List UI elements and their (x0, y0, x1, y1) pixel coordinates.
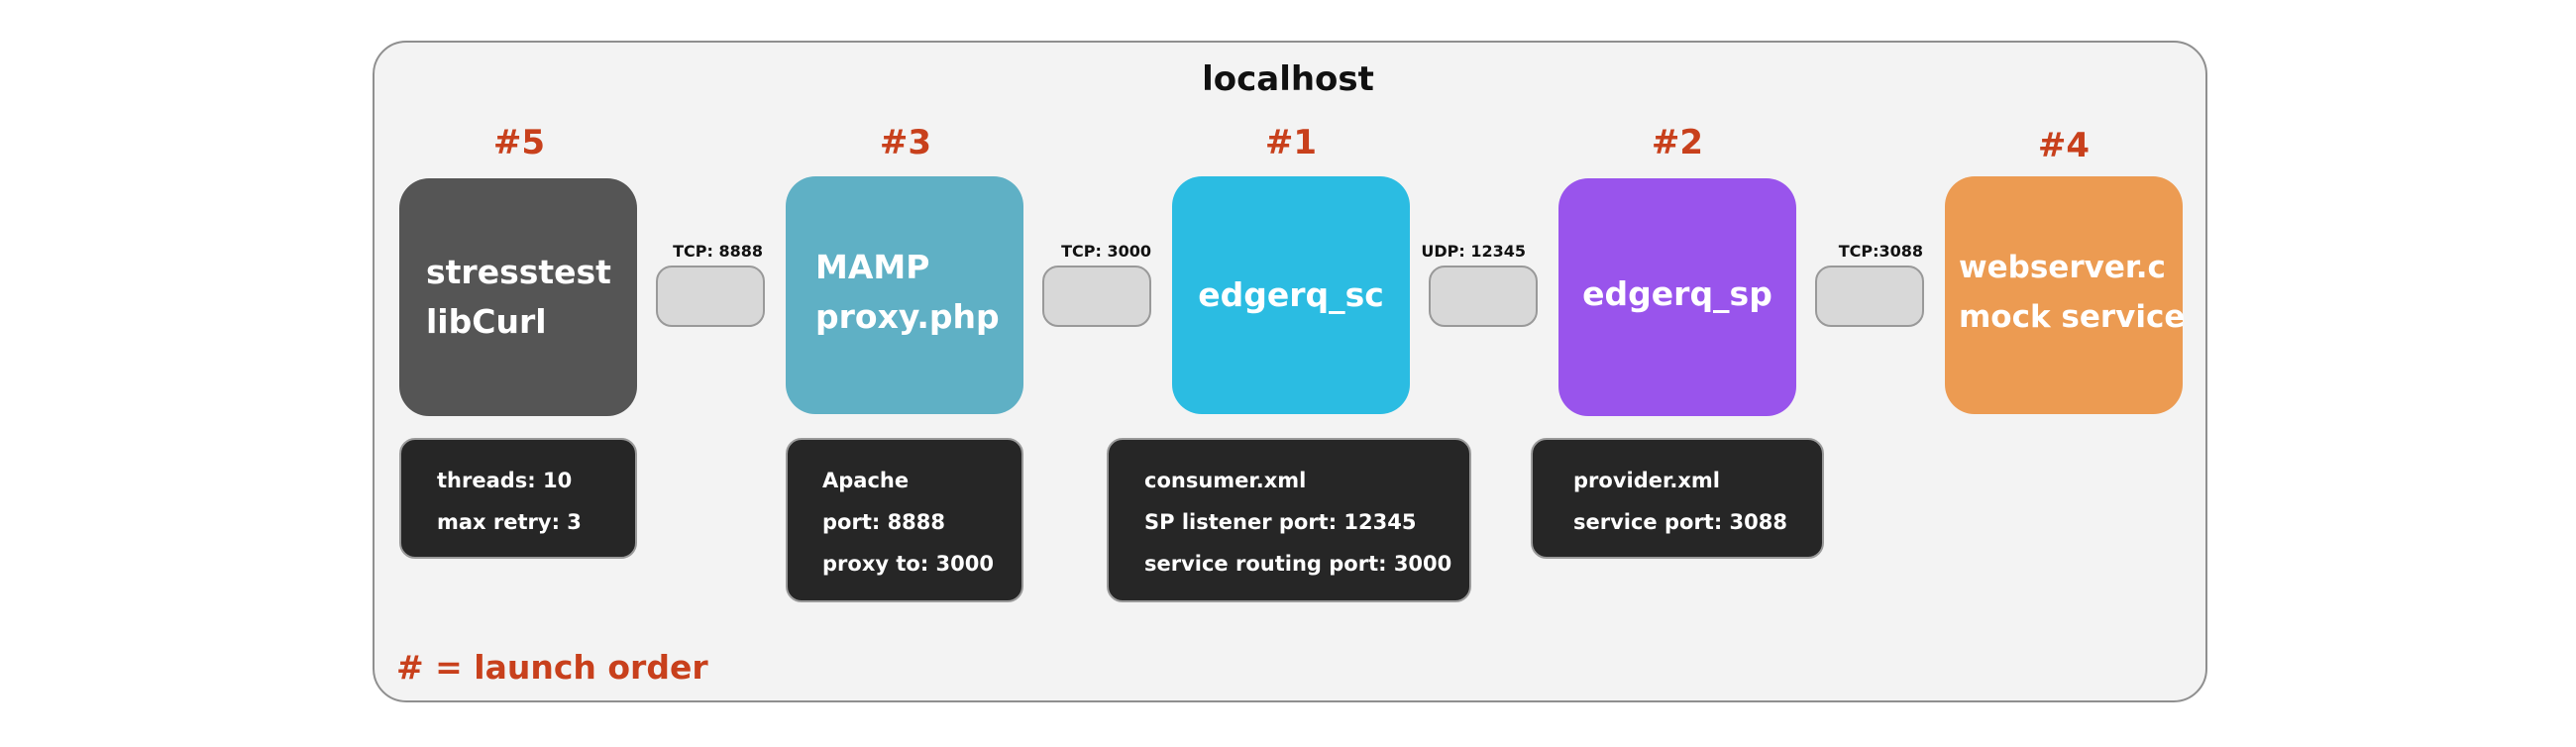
node-stresstest-line-2: libCurl (426, 302, 547, 341)
info-edgerq-sp-row: service port: 3088 (1573, 510, 1787, 534)
connection-label-udp-12345: UDP: 12345 (1421, 242, 1526, 261)
info-edgerq-sc-row: service routing port: 3000 (1144, 552, 1452, 576)
connection-box-tcp-3088 (1815, 266, 1924, 327)
info-edgerq-sp-row: provider.xml (1573, 469, 1720, 492)
launch-order-mamp: #3 (879, 123, 932, 162)
node-edgerq-sp-line-1: edgerq_sp (1582, 274, 1772, 313)
node-mamp-line-2: proxy.php (815, 297, 1000, 336)
node-stresstest: stresstest libCurl (399, 178, 637, 416)
connection-box-tcp-3000 (1042, 266, 1151, 327)
node-webserver: webserver.c mock service (1945, 176, 2186, 414)
node-stresstest-line-1: stresstest (426, 253, 611, 291)
connection-box-tcp-8888 (656, 266, 765, 327)
info-stresstest-row: threads: 10 (437, 469, 573, 492)
host-title: localhost (1202, 59, 1374, 99)
node-webserver-line-1: webserver.c (1959, 250, 2166, 285)
node-edgerq-sp: edgerq_sp (1558, 178, 1796, 416)
launch-order-legend: # = launch order (396, 648, 708, 687)
launch-order-edgerq-sp: #2 (1651, 123, 1704, 162)
node-mamp: MAMP proxy.php (786, 176, 1023, 414)
connection-label-tcp-3088: TCP:3088 (1838, 242, 1923, 261)
info-mamp-row: Apache (822, 469, 910, 492)
connection-box-udp-12345 (1429, 266, 1538, 327)
launch-order-edgerq-sc: #1 (1264, 123, 1318, 162)
launch-order-stresstest: #5 (492, 123, 546, 162)
connection-label-tcp-3000: TCP: 3000 (1061, 242, 1151, 261)
node-edgerq-sc: edgerq_sc (1172, 176, 1410, 414)
info-mamp-row: proxy to: 3000 (822, 552, 994, 576)
info-stresstest: threads: 10 max retry: 3 (399, 438, 637, 559)
connection-label-tcp-8888: TCP: 8888 (673, 242, 763, 261)
node-mamp-line-1: MAMP (815, 248, 930, 286)
info-edgerq-sc-row: SP listener port: 12345 (1144, 510, 1417, 534)
info-stresstest-row: max retry: 3 (437, 510, 582, 534)
info-edgerq-sc-row: consumer.xml (1144, 469, 1307, 492)
info-edgerq-sp: provider.xml service port: 3088 (1531, 438, 1824, 559)
info-edgerq-sc: consumer.xml SP listener port: 12345 ser… (1107, 438, 1471, 602)
info-mamp-row: port: 8888 (822, 510, 946, 534)
node-edgerq-sc-line-1: edgerq_sc (1198, 275, 1384, 314)
launch-order-webserver: #4 (2037, 126, 2091, 165)
node-webserver-line-2: mock service (1959, 299, 2186, 335)
info-mamp: Apache port: 8888 proxy to: 3000 (786, 438, 1023, 602)
